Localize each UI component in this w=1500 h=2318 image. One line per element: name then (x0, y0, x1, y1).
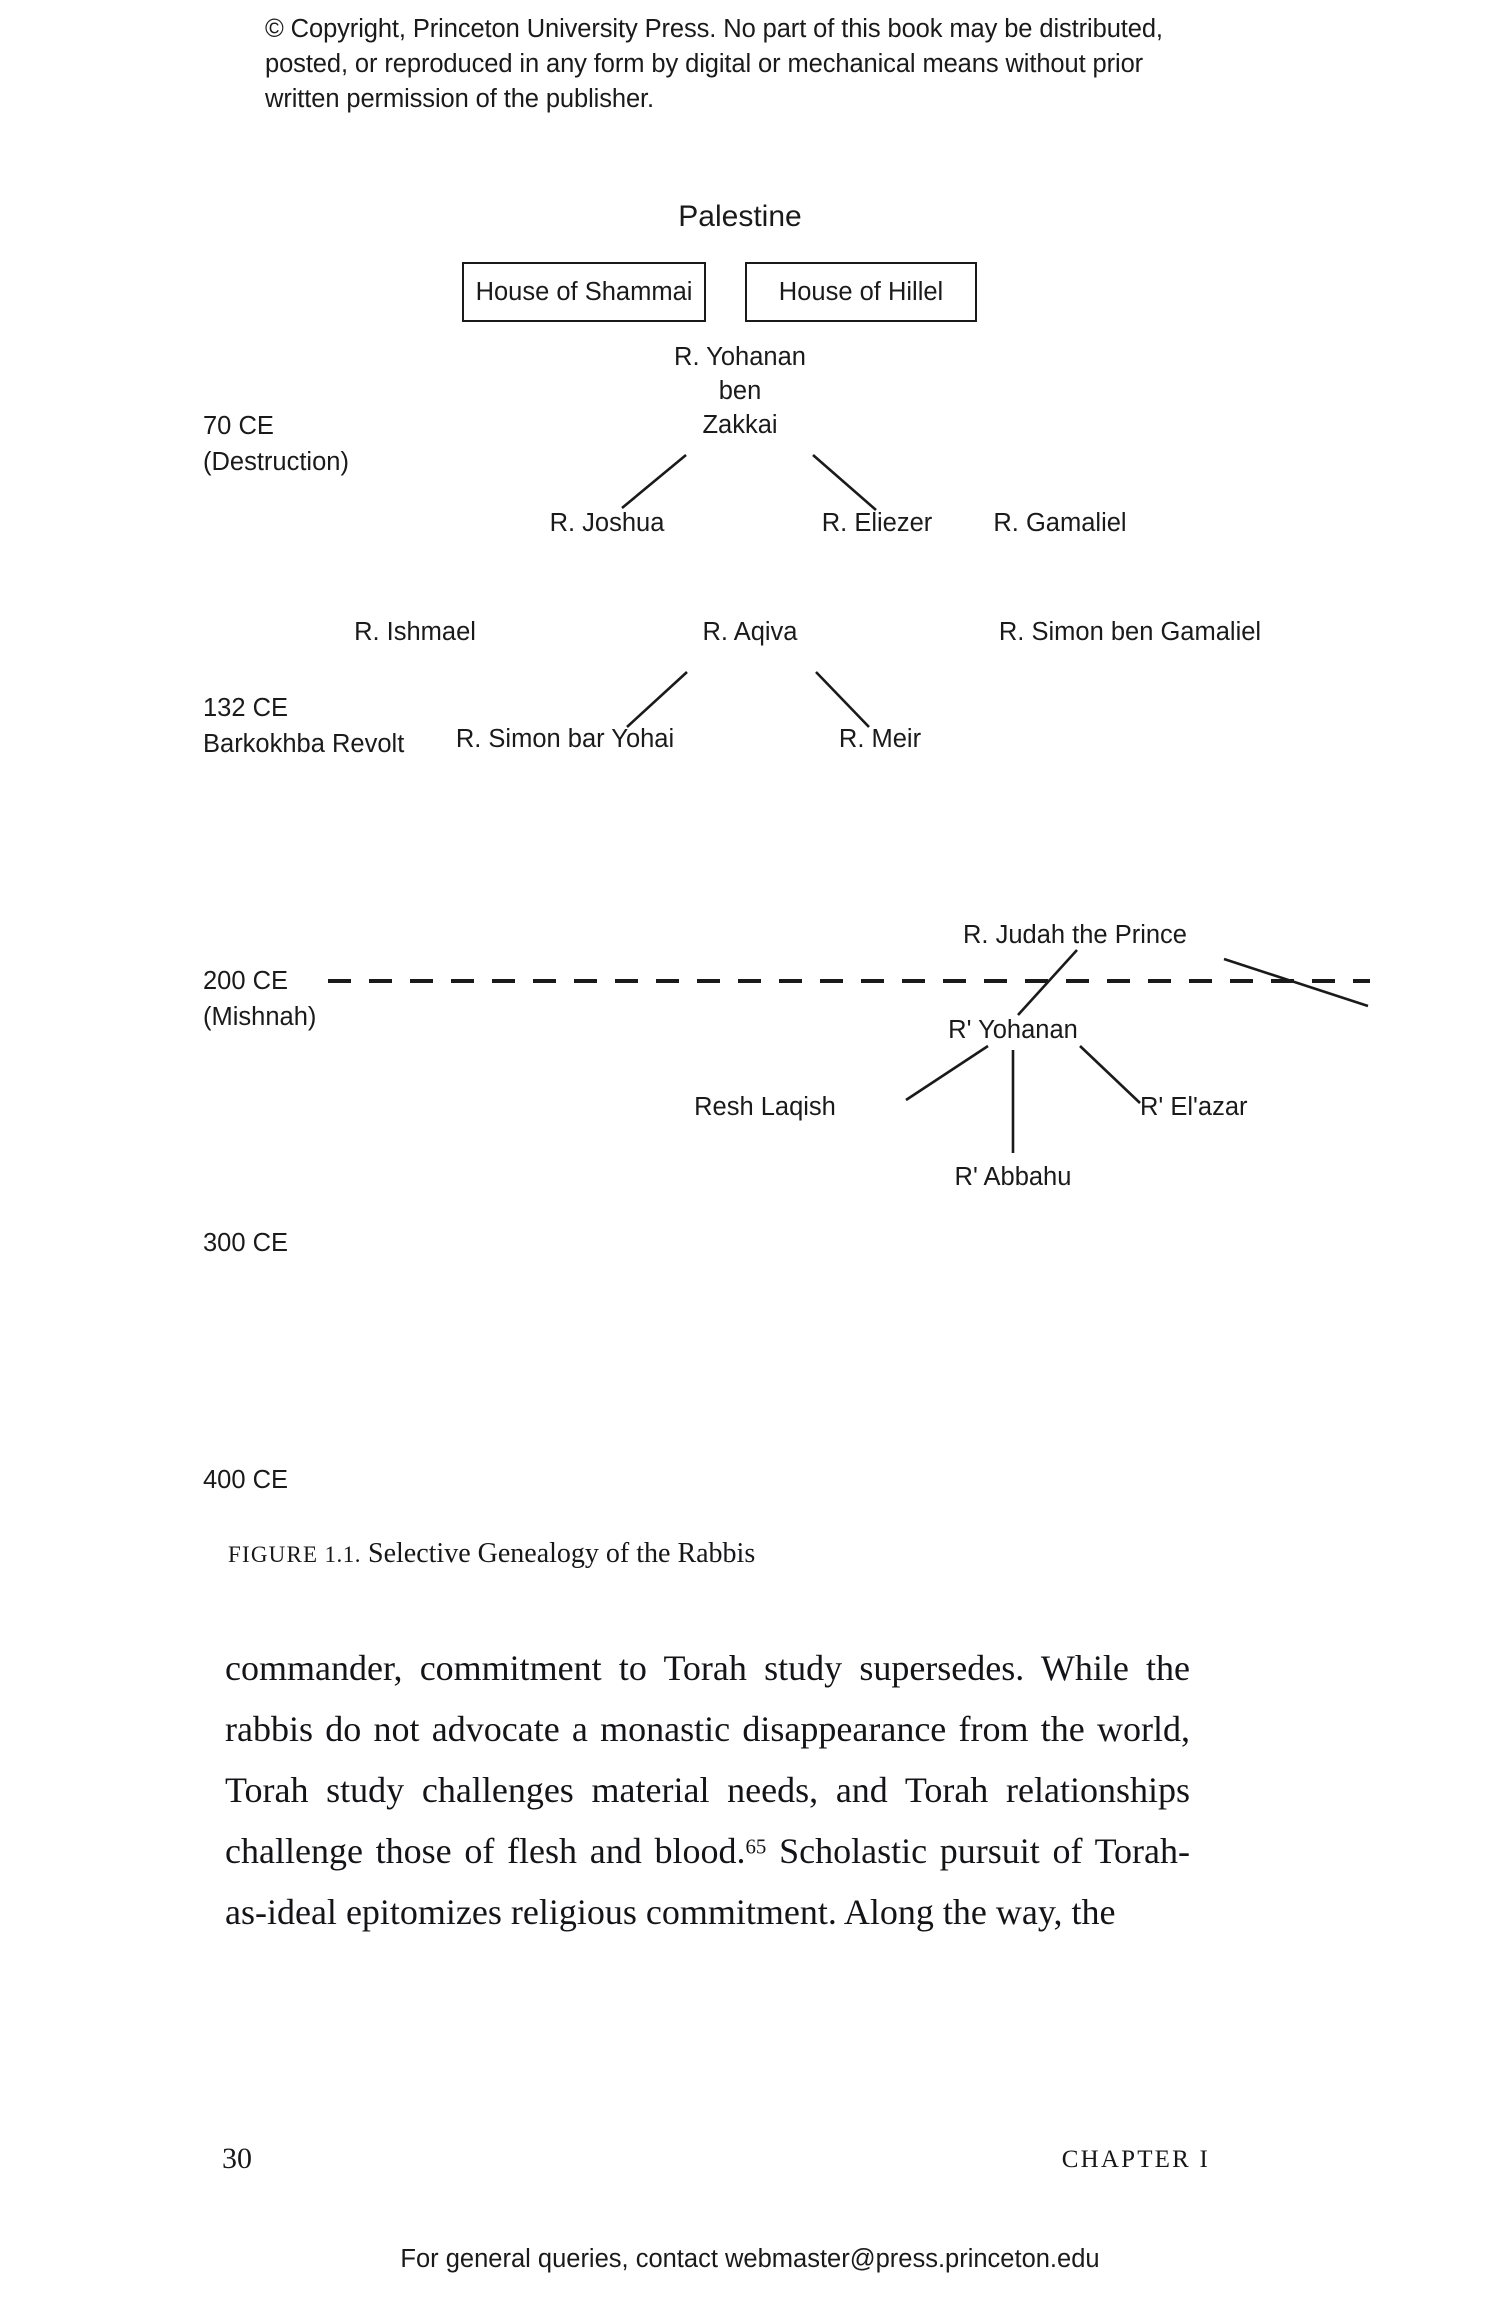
era-200-ce-line1: 200 CE (203, 967, 289, 995)
queries-footer: For general queries, contact webmaster@p… (400, 2245, 1100, 2273)
node-yohanan-ben-zakkai-line1: R. Yohanan (674, 343, 806, 371)
node-r-aqiva: R. Aqiva (702, 618, 798, 646)
box-house-of-hillel: House of Hillel (745, 262, 977, 322)
running-head-chapter: CHAPTER I (1061, 2146, 1210, 2173)
era-200-ce: 200 CE (Mishnah) (203, 963, 316, 1035)
genealogy-figure: Palestine House of Shammai House of Hill… (203, 200, 1370, 1498)
body-paragraph: commander, commitment to Torah study sup… (225, 1638, 1190, 1943)
node-yohanan-ben-zakkai: R. Yohanan ben Zakkai (615, 340, 865, 442)
figure-caption-number: 1.1. (324, 1542, 362, 1567)
node-yohanan-ben-zakkai-line2: ben (718, 377, 762, 405)
body-paragraph-part1: commander, commitment to Torah study sup… (225, 1648, 1190, 1871)
body-paragraph-part2: Scholastic pursuit of Torah-as-ideal epi… (225, 1831, 1190, 1932)
node-resh-laqish: Resh Laqish (694, 1093, 836, 1121)
node-r-eliezer: R. Eliezer (821, 509, 933, 537)
figure-caption-text: Selective Genealogy of the Rabbis (368, 1538, 756, 1569)
figure-caption-label: FIGURE (228, 1542, 319, 1567)
edge-aqiva-meir (815, 671, 870, 728)
box-house-of-hillel-label: House of Hillel (778, 277, 944, 306)
node-r-elazar: R' El'azar (1140, 1093, 1248, 1121)
node-r-simon-bar-yohai: R. Simon bar Yohai (455, 725, 675, 753)
era-400-ce: 400 CE (203, 1462, 288, 1498)
era-70-ce-line1: 70 CE (203, 412, 274, 440)
era-300-ce-line1: 300 CE (203, 1229, 289, 1257)
figure-caption: FIGURE 1.1. Selective Genealogy of the R… (228, 1538, 755, 1570)
era-70-ce: 70 CE (Destruction) (203, 408, 349, 480)
era-132-ce-line2: Barkokhba Revolt (203, 730, 405, 758)
edge-zakkai-eliezer (812, 454, 877, 511)
page-number: 30 (222, 2142, 252, 2175)
edge-aqiva-simon-bar-yohai (626, 671, 688, 728)
box-house-of-shammai: House of Shammai (462, 262, 706, 322)
node-r-simon-ben-gamaliel: R. Simon ben Gamaliel (998, 618, 1262, 646)
edge-yohanan-elazar (1079, 1045, 1141, 1104)
era-132-ce: 132 CE Barkokhba Revolt (203, 690, 404, 762)
node-r-joshua: R. Joshua (549, 509, 665, 537)
era-400-ce-line1: 400 CE (203, 1466, 289, 1494)
copyright-notice: © Copyright, Princeton University Press.… (265, 15, 1163, 113)
node-r-yohanan: R' Yohanan (948, 1016, 1078, 1044)
era-300-ce: 300 CE (203, 1225, 288, 1261)
node-r-ishmael: R. Ishmael (354, 618, 476, 646)
figure-region-title: Palestine (678, 200, 802, 233)
node-r-judah-the-prince: R. Judah the Prince (963, 921, 1187, 949)
box-house-of-shammai-label: House of Shammai (475, 277, 693, 306)
edge-judah-yohanan (1017, 949, 1078, 1016)
edge-yohanan-resh-laqish (905, 1044, 989, 1102)
footnote-marker: 65 (745, 1834, 767, 1859)
node-r-gamaliel: R. Gamaliel (993, 509, 1127, 537)
era-132-ce-line1: 132 CE (203, 694, 289, 722)
node-r-abbahu: R' Abbahu (954, 1163, 1072, 1191)
node-yohanan-ben-zakkai-line3: Zakkai (702, 411, 778, 439)
era-70-ce-line2: (Destruction) (203, 448, 349, 476)
node-r-meir: R. Meir (838, 725, 922, 753)
edge-zakkai-joshua (621, 453, 687, 510)
era-200-ce-line2: (Mishnah) (203, 1003, 317, 1031)
edge-babylonia-link (1223, 957, 1369, 1008)
